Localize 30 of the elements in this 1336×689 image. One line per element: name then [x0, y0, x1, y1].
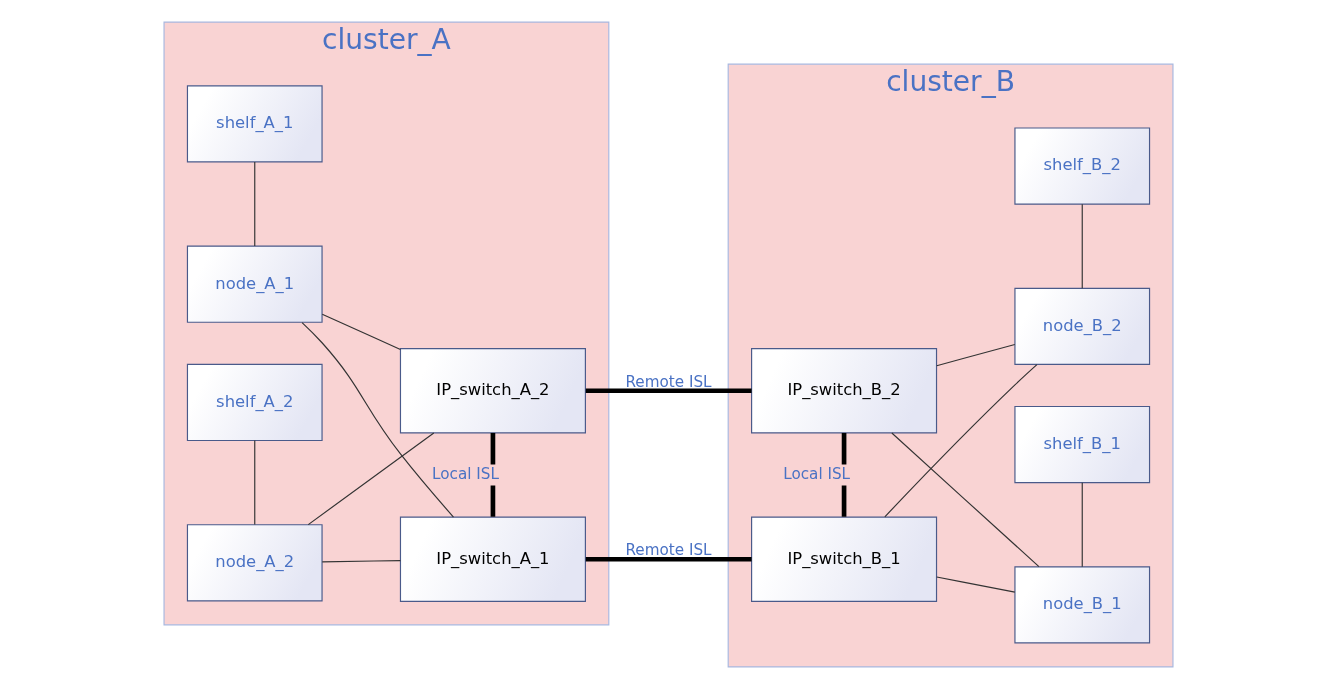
connector	[321, 313, 401, 351]
connector	[307, 432, 434, 526]
node-box: IP_switch_B_1	[750, 516, 937, 602]
edge-label: Remote ISL	[624, 372, 712, 391]
node-box: shelf_A_1	[186, 85, 323, 163]
node-box: shelf_B_1	[1013, 405, 1150, 484]
node-box: IP_switch_A_1	[399, 516, 586, 602]
edge-label: Local ISL	[782, 464, 850, 483]
node-box: IP_switch_A_2	[399, 348, 586, 434]
edge-label: Local ISL	[431, 464, 499, 483]
connector	[890, 432, 1039, 568]
connector	[1081, 203, 1083, 289]
connector	[935, 343, 1015, 367]
node-box: node_B_1	[1013, 566, 1150, 644]
connector	[321, 560, 401, 563]
connector	[253, 440, 255, 526]
connector	[585, 388, 752, 394]
connector	[253, 161, 255, 247]
connector	[585, 556, 752, 562]
node-box: shelf_B_2	[1013, 127, 1150, 205]
node-box: node_A_1	[186, 245, 323, 323]
connector	[1081, 482, 1083, 568]
connector	[300, 321, 454, 518]
connector	[935, 576, 1015, 593]
connector	[883, 364, 1037, 518]
node-box: shelf_A_2	[186, 363, 323, 442]
node-box: node_A_2	[186, 524, 323, 602]
node-box: IP_switch_B_2	[750, 348, 937, 434]
node-box: node_B_2	[1013, 287, 1150, 365]
edge-label: Remote ISL	[624, 541, 712, 560]
